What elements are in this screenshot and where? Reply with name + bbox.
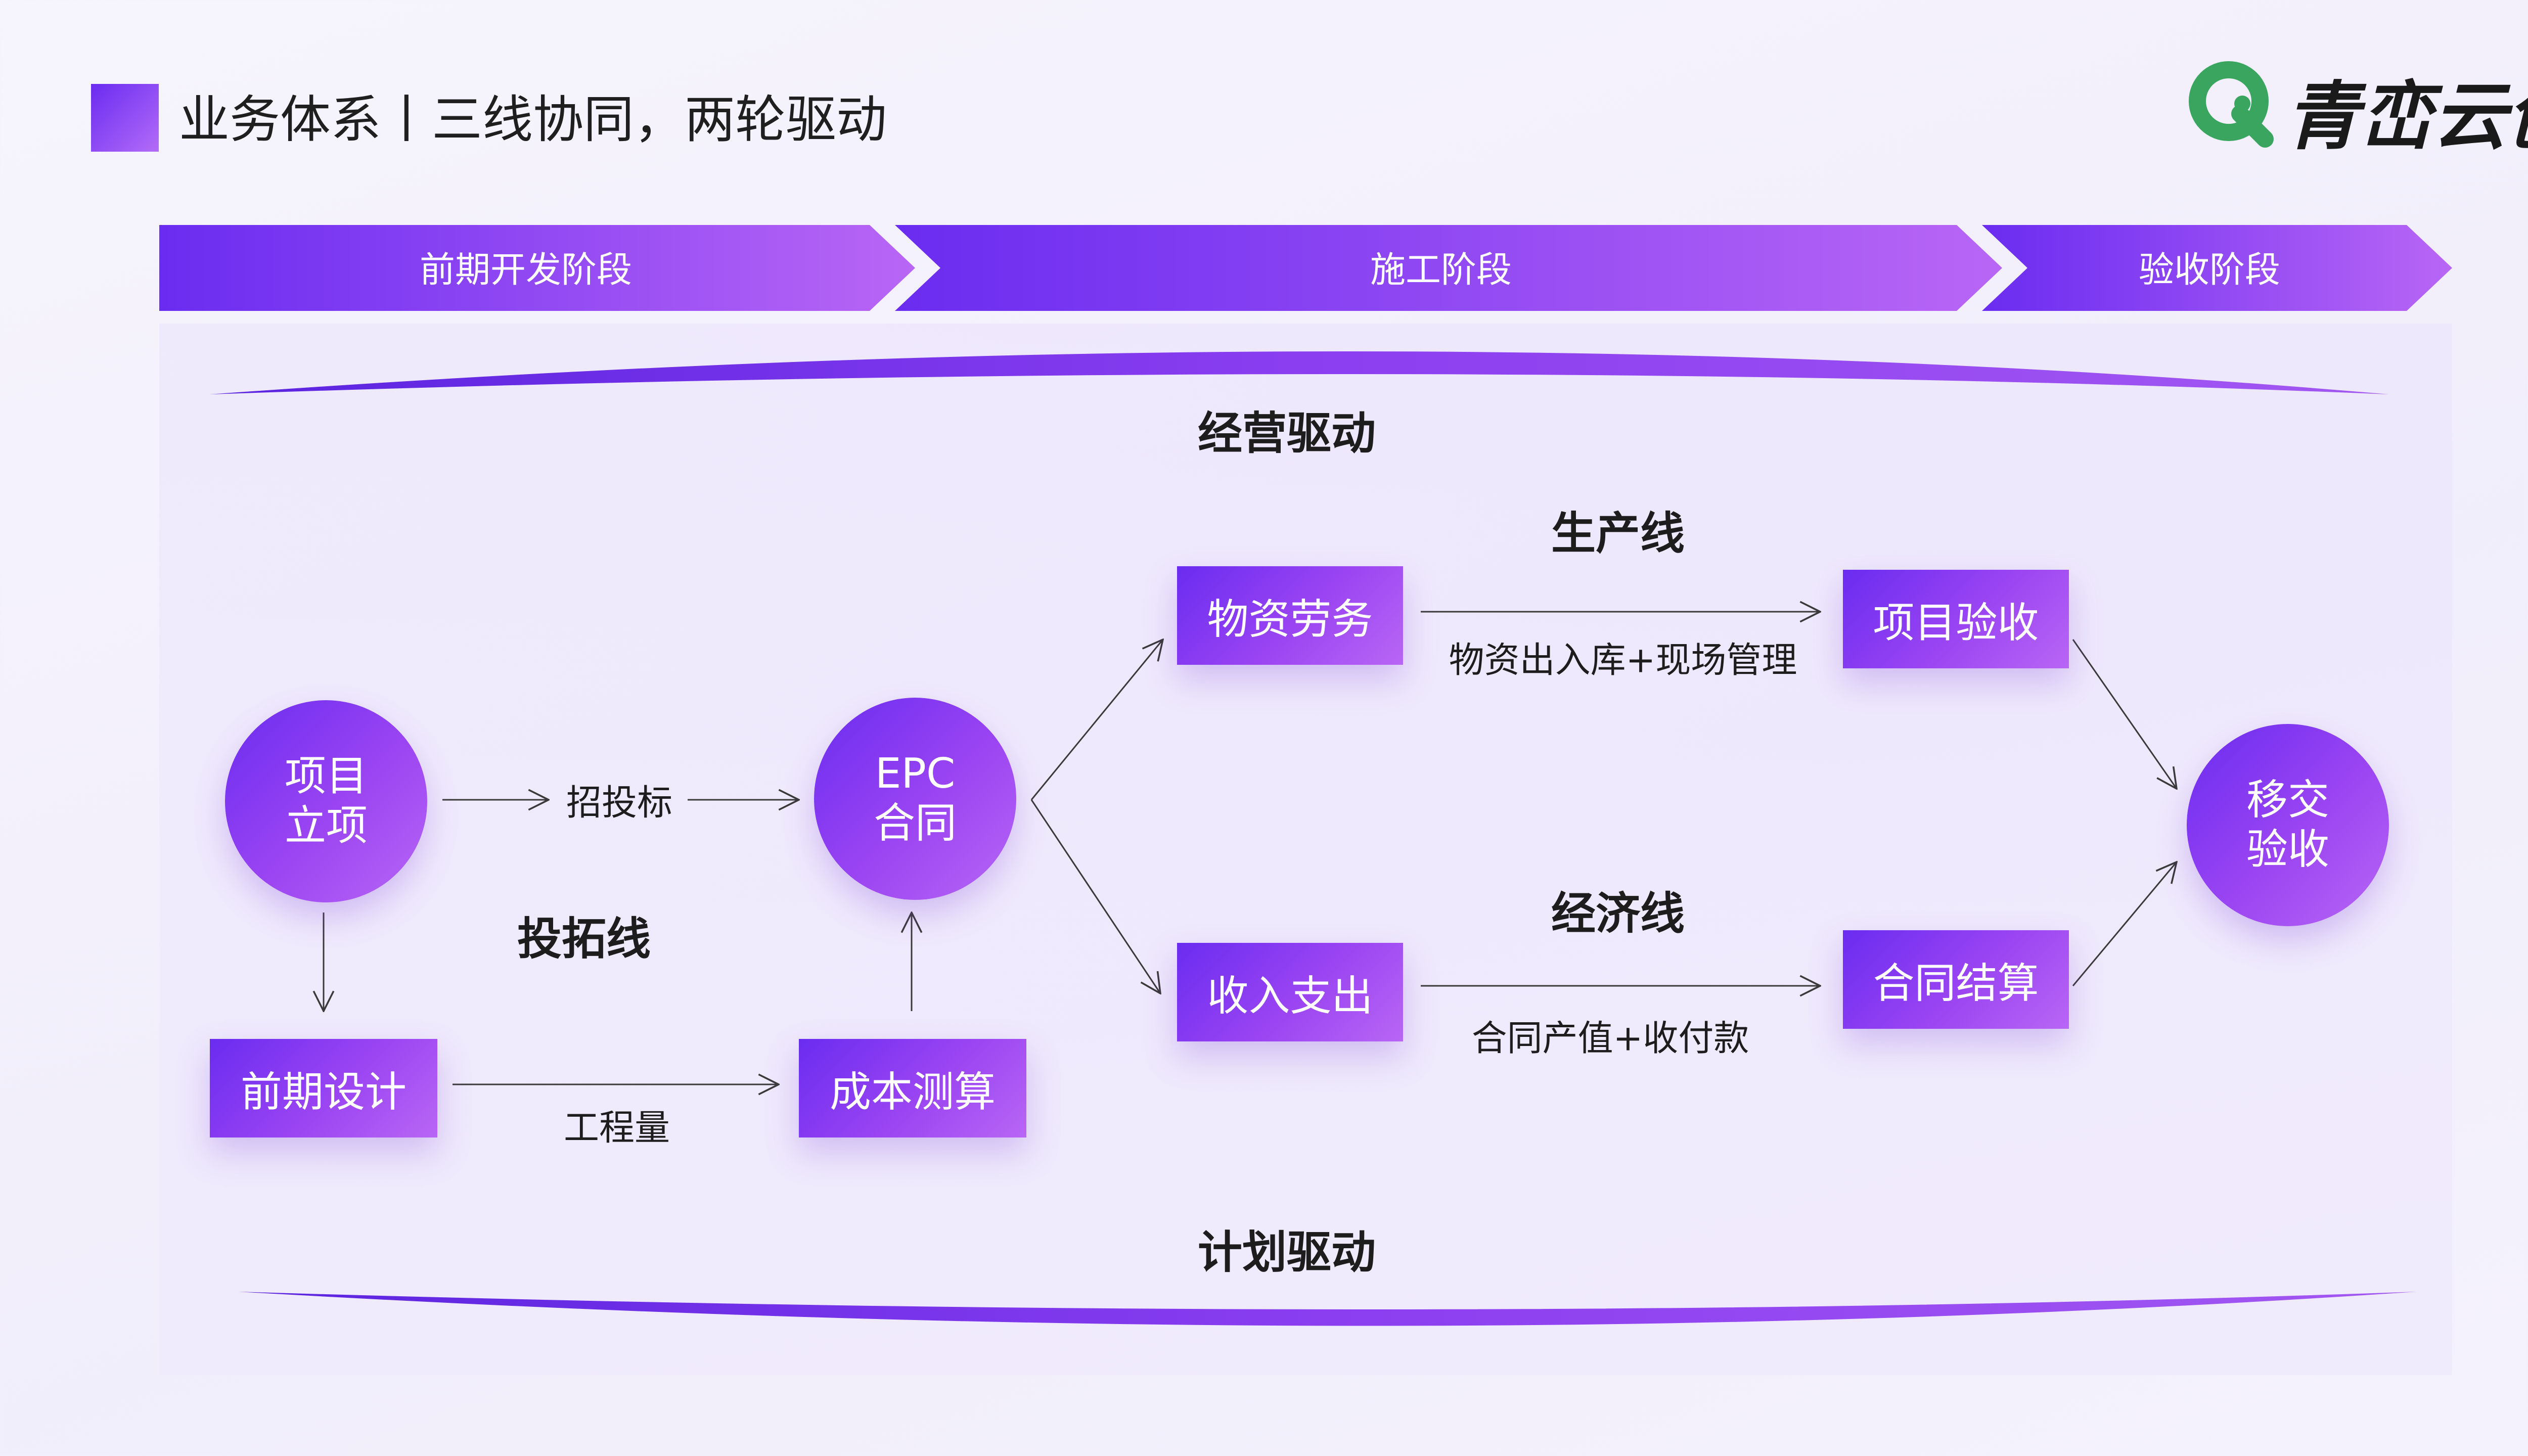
- node-cost-estimation: 成本测算: [799, 1039, 1026, 1138]
- node-preliminary-design: 前期设计: [210, 1039, 437, 1138]
- edge-epc-to-materials: [1030, 640, 1163, 800]
- node-epc-contract-line1: EPC: [875, 749, 956, 798]
- stage-arrow-3: [1982, 225, 2452, 311]
- node-income-expense: 收入支出: [1177, 943, 1403, 1041]
- title-accent-square: [91, 84, 159, 152]
- node-contract-settlement: 合同结算: [1843, 930, 2069, 1029]
- stage-label-preliminary: 前期开发阶段: [420, 249, 632, 291]
- edge-label-materials-flow: 物资出入库+现场管理: [1449, 639, 1797, 681]
- node-materials-labor: 物资劳务: [1177, 566, 1403, 665]
- node-epc-contract-line2: 合同: [873, 799, 957, 847]
- edge-label-quantities: 工程量: [564, 1107, 670, 1149]
- node-handover-line2: 验收: [2246, 826, 2329, 874]
- edge-label-payments-flow: 合同产值+收付款: [1471, 1017, 1749, 1059]
- node-project-approval-line2: 立项: [284, 802, 368, 850]
- edge-label-bidding: 招投标: [566, 782, 672, 824]
- logo-mark-icon: [2189, 61, 2274, 148]
- stage-arrow-2: [895, 225, 2002, 311]
- page-title: 业务体系丨三线协同，两轮驱动: [179, 90, 887, 149]
- node-project-approval-line1: 项目: [284, 752, 368, 800]
- node-project-acceptance: 项目验收: [1843, 570, 2069, 668]
- edge-acceptance-to-handover: [2072, 639, 2177, 789]
- diagram-panel: [159, 324, 2452, 1375]
- node-project-approval: 项目 立项: [225, 700, 427, 902]
- stage-label-acceptance: 验收阶段: [2139, 249, 2280, 291]
- logo-text: 青峦云创: [2285, 74, 2528, 160]
- bottom-driver-label: 计划驱动: [1197, 1226, 1376, 1279]
- stage-arrow-1: [159, 225, 915, 311]
- node-handover-line1: 移交: [2246, 776, 2329, 824]
- top-driver-arc: [210, 351, 2389, 394]
- top-driver-label: 经营驱动: [1197, 407, 1376, 460]
- expansion-line-label: 投拓线: [517, 913, 651, 965]
- node-epc-contract: EPC 合同: [814, 698, 1016, 900]
- economic-line-label: 经济线: [1551, 887, 1685, 940]
- node-handover: 移交 验收: [2187, 724, 2389, 926]
- edge-settlement-to-handover: [2072, 862, 2177, 986]
- bottom-driver-arc: [238, 1292, 2417, 1326]
- edge-epc-to-income: [1030, 799, 1160, 993]
- brand-logo: 青峦云创: [2184, 53, 2528, 160]
- stage-label-construction: 施工阶段: [1370, 249, 1512, 291]
- production-line-label: 生产线: [1551, 507, 1685, 560]
